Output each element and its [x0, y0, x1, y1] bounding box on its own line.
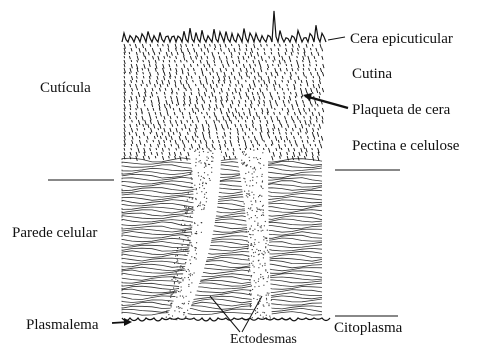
label-citoplasma: Citoplasma [334, 319, 402, 337]
label-plasmalema: Plasmalema [26, 316, 98, 334]
cuticle-layer [124, 44, 324, 161]
leader-plaqueta-arrowhead [303, 93, 312, 101]
label-cera-epicuticular: Cera epicuticular [350, 30, 453, 48]
label-pectina-e-celulose: Pectina e celulose [352, 137, 459, 155]
label-plaqueta-de-cera: Plaqueta de cera [352, 101, 450, 119]
tissue-texture [122, 11, 330, 321]
epicuticular-wax [122, 11, 326, 42]
cell-wall-fibers [122, 158, 322, 316]
label-cuticula: Cutícula [40, 79, 91, 97]
plasmalema-membrane [122, 318, 330, 321]
label-cutina: Cutina [352, 65, 392, 83]
label-parede-celular: Parede celular [12, 224, 97, 242]
leader-cera [328, 37, 345, 40]
leader-plaqueta [305, 96, 348, 108]
label-ectodesmas: Ectodesmas [230, 331, 297, 349]
